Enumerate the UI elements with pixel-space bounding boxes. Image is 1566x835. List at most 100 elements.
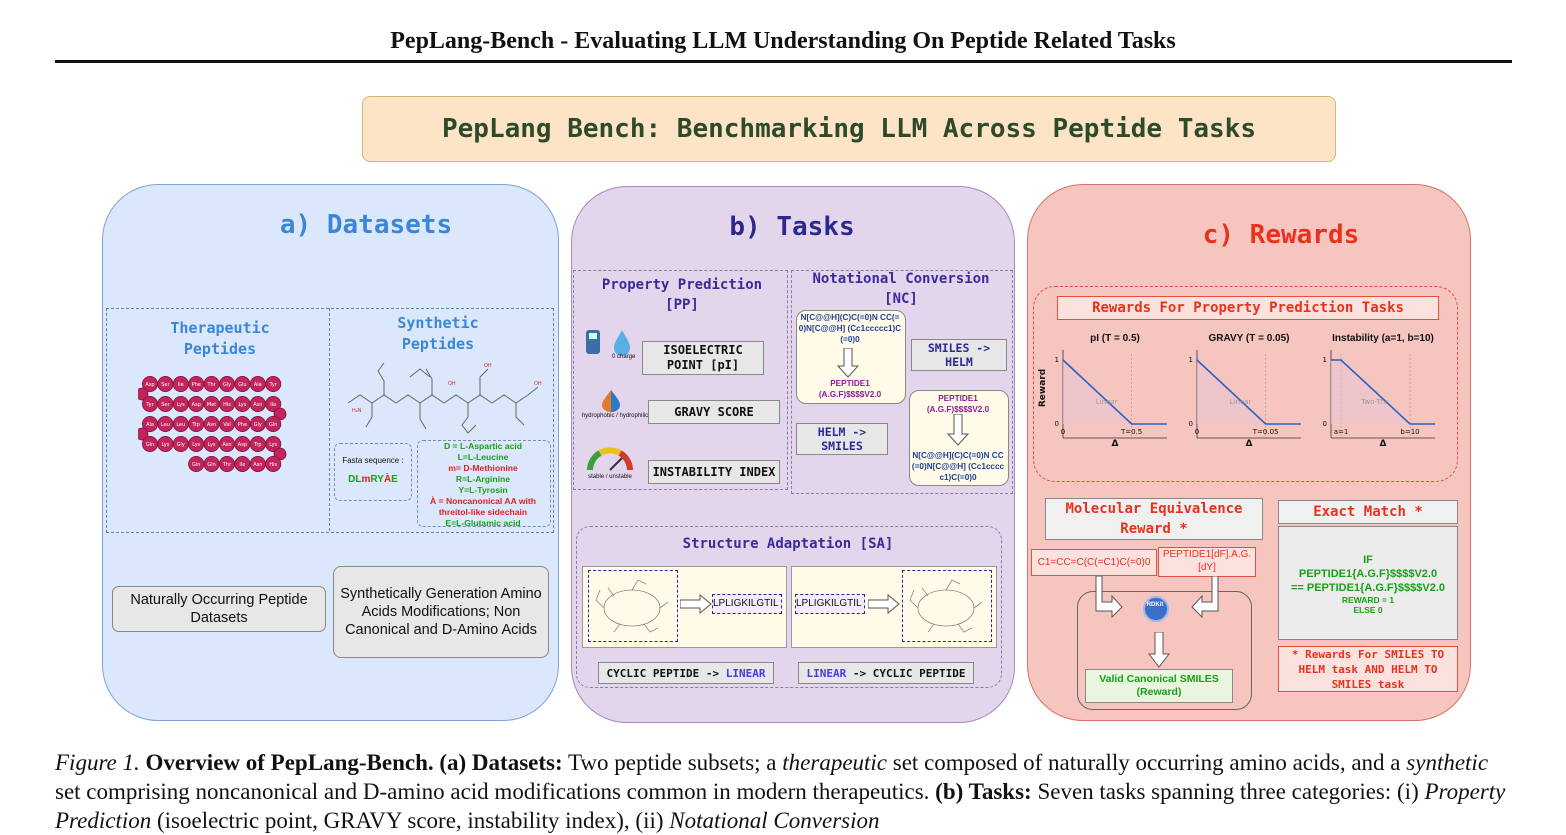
residue-label: Lys xyxy=(192,442,200,448)
svg-text:H₂N: H₂N xyxy=(352,408,362,414)
sa-linear-sequence-left: LPLIGKILGTIL xyxy=(712,594,782,614)
sa-cyclic-structure xyxy=(902,570,992,642)
mini-chart-title: GRAVY (T = 0.05) xyxy=(1208,333,1289,344)
residue-label: Ile xyxy=(270,402,276,408)
pp-rewards-title: Rewards For Property Prediction Tasks xyxy=(1057,296,1439,320)
exact-match-code: IF PEPTIDE1{A.G.F}$$$$V2.0 == PEPTIDE1{A… xyxy=(1278,526,1458,640)
residue-label: Asn xyxy=(207,422,216,428)
rewards-footnote: * Rewards For SMILES TO HELM task AND HE… xyxy=(1278,646,1458,692)
rewards-title: c) Rewards xyxy=(1202,220,1360,250)
x-axis-label: Δ xyxy=(1380,439,1387,449)
sa-cyclic-to-linear-label: CYCLIC PEPTIDE -> LINEAR xyxy=(598,662,774,684)
residue-label: Lys xyxy=(177,402,185,408)
mini-chart-title: pI (T = 0.5) xyxy=(1090,333,1140,344)
valid-canonical-smiles-output: Valid Canonical SMILES (Reward) xyxy=(1085,669,1233,703)
sa-title: Structure Adaptation [SA] xyxy=(682,536,894,552)
nc-helm-top: PEPTIDE1 (A.G.F)$$$$V2.0 xyxy=(818,379,882,399)
sa-frame xyxy=(576,526,1002,688)
natural-datasets-box: Naturally Occurring Peptide Datasets xyxy=(112,586,326,632)
residue-label: Glu xyxy=(238,382,246,388)
residue-label: Phe xyxy=(238,422,247,428)
ph-meter-icon xyxy=(586,330,630,356)
residue-label: Thr xyxy=(206,382,216,388)
residue-label: Lys xyxy=(269,442,277,448)
cyclic-peptide-structure xyxy=(595,579,669,633)
fasta-sequence: DLmRYÀE xyxy=(348,474,398,485)
charge-label: 0 charge xyxy=(612,354,636,360)
smiles-to-helm-label: SMILES -> HELM xyxy=(911,339,1007,371)
helm-to-smiles-label: HELM -> SMILES xyxy=(796,423,888,455)
residue-label: Tyr xyxy=(145,402,154,408)
x-tick-label: 0 xyxy=(1061,428,1065,436)
reward-curve xyxy=(1062,359,1167,425)
right-arrow-icon xyxy=(680,594,712,614)
residue-label: Gly xyxy=(254,422,262,428)
svg-text:OH: OH xyxy=(484,363,492,369)
residue-label: Gly xyxy=(223,382,231,388)
residue-bead xyxy=(142,416,158,433)
nc-smiles-top: N[C@@H](C)C(=0)N CC(=0)N[C@@H] (Cc1ccccc… xyxy=(798,313,902,344)
figure-caption: Figure 1. Overview of PepLang-Bench. (a)… xyxy=(55,750,1506,833)
nc-helm-bottom: PEPTIDE1 (A.G.F)$$$$V2.0 xyxy=(926,394,990,414)
reward-curve xyxy=(1196,359,1301,425)
reward-area xyxy=(1063,360,1132,424)
residue-label: Asn xyxy=(253,402,262,408)
figure-banner: PepLang Bench: Benchmarking LLM Across P… xyxy=(362,96,1336,162)
residue-label: Ser xyxy=(161,402,170,408)
reward-area xyxy=(1331,360,1411,424)
fasta-box xyxy=(334,443,412,501)
curve-annotation: Linear xyxy=(1230,398,1252,406)
residue-bead xyxy=(265,436,282,453)
curve-annotation: Linear xyxy=(1096,398,1118,406)
synthetic-peptide-structure: H₂N OH OH OH xyxy=(347,362,542,434)
synthetic-datasets-box: Synthetically Generation Amino Acids Mod… xyxy=(333,566,549,658)
mol-smiles-input: C1=CC=C(C(=C1)C(=0)0 xyxy=(1031,549,1157,576)
down-arrow-icon xyxy=(1148,632,1170,668)
residue-label: Ala xyxy=(254,382,262,388)
x-tick-label: b=10 xyxy=(1400,428,1419,436)
pp-frame xyxy=(573,270,788,490)
y-tick-label: 1 xyxy=(1055,356,1059,364)
residue-label: Ile xyxy=(178,382,184,388)
right-arrow-icon xyxy=(868,594,900,614)
residue-label: Val xyxy=(223,422,231,428)
down-arrow-icon xyxy=(946,414,970,446)
residue-label: His xyxy=(223,402,231,408)
nc-title: Notational Conversion [NC] xyxy=(812,271,990,307)
gauge-icon xyxy=(587,447,633,471)
bent-arrow-icon xyxy=(1191,576,1219,618)
svg-text:OH: OH xyxy=(534,381,542,387)
y-tick-label: 0 xyxy=(1189,420,1193,428)
svg-text:OH: OH xyxy=(448,381,456,387)
residue-label: Ser xyxy=(161,382,170,388)
x-tick-label: T=0.5 xyxy=(1120,428,1142,436)
residue-label: Leu xyxy=(176,422,185,428)
residue-label: Thr xyxy=(222,462,232,468)
residue-bead xyxy=(188,456,205,473)
residue-label: Asn xyxy=(222,442,231,448)
residue-label: Leu xyxy=(161,422,170,428)
y-tick-label: 1 xyxy=(1323,356,1327,364)
pp-title: Property Prediction [PP] xyxy=(601,277,763,313)
mini-chart-title: Instability (a=1, b=10) xyxy=(1332,333,1434,344)
datasets-title: a) Datasets xyxy=(279,210,453,240)
y-tick-label: 0 xyxy=(1055,420,1059,428)
bent-arrow-icon xyxy=(1095,576,1123,618)
molecular-equivalence-title: Molecular Equivalence Reward * xyxy=(1045,498,1263,540)
x-tick-label: 0 xyxy=(1195,428,1199,436)
residue-label: Gln xyxy=(192,462,200,468)
residue-label: Asp xyxy=(238,442,247,448)
tasks-title: b) Tasks xyxy=(729,212,855,242)
residue-label: Asp xyxy=(192,402,201,408)
datasets-divider xyxy=(329,308,330,531)
datasets-dashed-frame xyxy=(106,308,554,533)
x-tick-label: a=1 xyxy=(1334,428,1349,436)
gravy-score-task: GRAVY SCORE xyxy=(648,400,780,424)
amino-acid-legend: D = L-Aspartic acid L=L-Leucine m= D-Met… xyxy=(429,441,537,528)
nc-smiles-bottom: N[C@@H](C)C(=0)N CC(=0)N[C@@H] (Cc1ccccc… xyxy=(911,451,1005,482)
residue-label: Ile xyxy=(239,462,245,468)
therapeutic-title: Therapeutic Peptides xyxy=(170,319,270,358)
residue-bead xyxy=(265,395,282,412)
